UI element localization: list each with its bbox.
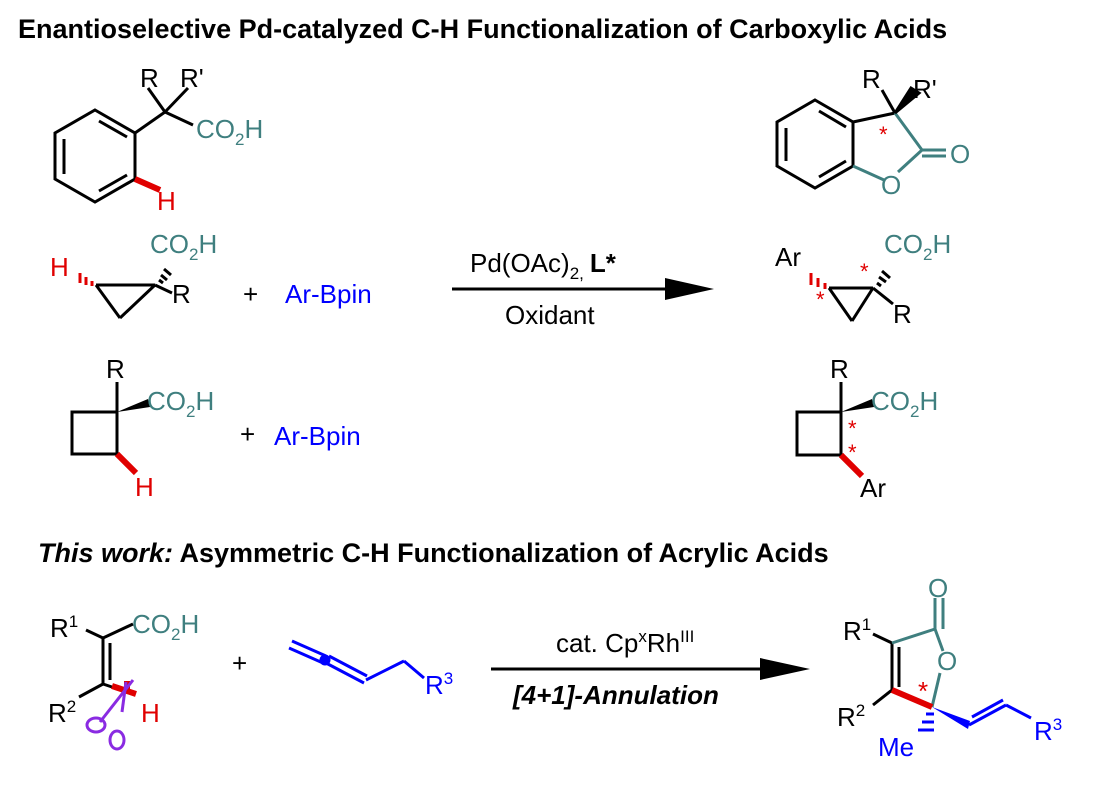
plus-sign-2: + xyxy=(240,419,255,449)
r-label-cb: R xyxy=(106,354,125,384)
h-label-cb: H xyxy=(135,472,154,502)
stereo-star-cb-2: * xyxy=(848,440,857,465)
r-prime-label-product: R' xyxy=(913,74,937,104)
hash-bond-ar xyxy=(809,273,827,289)
cyclopropane-product xyxy=(827,286,894,322)
cyclobutane-acid xyxy=(70,382,139,476)
ch-bond xyxy=(133,176,162,193)
catalyst-label: cat. CpxRhIII xyxy=(556,627,694,658)
cyclopropane-acid xyxy=(94,283,173,320)
r2-label: R2 xyxy=(48,697,76,728)
scissors-icon xyxy=(85,679,135,751)
oxidant-label: Oxidant xyxy=(505,300,595,330)
r-prime-label: R' xyxy=(180,63,204,93)
ar-bpin-label: Ar-Bpin xyxy=(285,279,372,309)
co2h-label-acrylic: CO2H xyxy=(132,609,199,644)
ar-label-cp: Ar xyxy=(775,242,801,272)
stereo-star: * xyxy=(879,122,888,147)
co2h-label: CO2H xyxy=(196,114,263,149)
wedge-bond-product xyxy=(841,399,874,412)
h-label-acrylic: H xyxy=(141,698,160,728)
ring-o-label: O xyxy=(881,170,901,200)
h-label-cp: H xyxy=(50,252,69,282)
vinyl-chain xyxy=(968,698,1032,727)
rh-reaction-arrow xyxy=(491,658,810,680)
r-label-cp-product: R xyxy=(893,299,912,329)
stereo-star-cb-1: * xyxy=(848,416,857,441)
co2h-label-cb: CO2H xyxy=(147,386,214,421)
r1-label: R1 xyxy=(50,612,78,643)
phenylacetic-acid xyxy=(53,86,194,204)
vinyl-wedge xyxy=(932,707,970,729)
r-label-cp: R xyxy=(172,279,191,309)
r3-label: R3 xyxy=(425,669,453,700)
section-subtitle: This work: Asymmetric C-H Functionalizat… xyxy=(38,538,829,569)
me-hash-bond xyxy=(918,712,934,732)
carbonyl-o-label-2: O xyxy=(928,573,948,603)
h-label: H xyxy=(157,186,176,216)
co2h-label-cp-product: CO2H xyxy=(884,229,951,264)
allene-reagent xyxy=(288,639,425,685)
co2h-label-cb-product: CO2H xyxy=(871,386,938,421)
r-label-product: R xyxy=(862,64,881,94)
subtitle-emphasis: This work: xyxy=(38,538,174,568)
annulation-label: [4+1]-Annulation xyxy=(512,680,719,710)
butenolide-product xyxy=(872,598,945,708)
co2h-label-cp: CO2H xyxy=(150,229,217,264)
ar-label-cb: Ar xyxy=(860,473,886,503)
r3-label-product: R3 xyxy=(1034,715,1062,746)
plus-sign-3: + xyxy=(232,648,247,678)
r-label-cb-product: R xyxy=(830,354,849,384)
subtitle-text: Asymmetric C-H Functionalization of Acry… xyxy=(173,538,829,568)
page-title: Enantioselective Pd-catalyzed C-H Functi… xyxy=(18,14,948,44)
ring-o-label-2: O xyxy=(937,646,957,676)
hash-bond-acid xyxy=(158,267,172,285)
pd-reaction-arrow xyxy=(452,278,714,300)
r2-label-product: R2 xyxy=(837,701,865,732)
ar-bpin-label-2: Ar-Bpin xyxy=(274,421,361,451)
cyclobutane-product xyxy=(795,382,865,479)
carbonyl-o-label: O xyxy=(950,139,970,169)
wedge-bond xyxy=(117,399,150,412)
stereo-star-cp-1: * xyxy=(860,259,869,284)
stereo-star-product: * xyxy=(918,676,928,706)
stereo-star-cp-2: * xyxy=(816,287,825,312)
me-label: Me xyxy=(878,732,914,762)
r-label: R xyxy=(140,63,159,93)
r1-label-product: R1 xyxy=(843,615,871,646)
pd-catalyst-label: Pd(OAc)2,L* xyxy=(470,248,617,283)
benzofuranone-product xyxy=(775,85,946,190)
new-cc-bond xyxy=(890,687,934,710)
hash-bond-h xyxy=(78,273,94,286)
hash-bond-acid-product xyxy=(876,269,891,288)
plus-sign: + xyxy=(243,279,258,309)
